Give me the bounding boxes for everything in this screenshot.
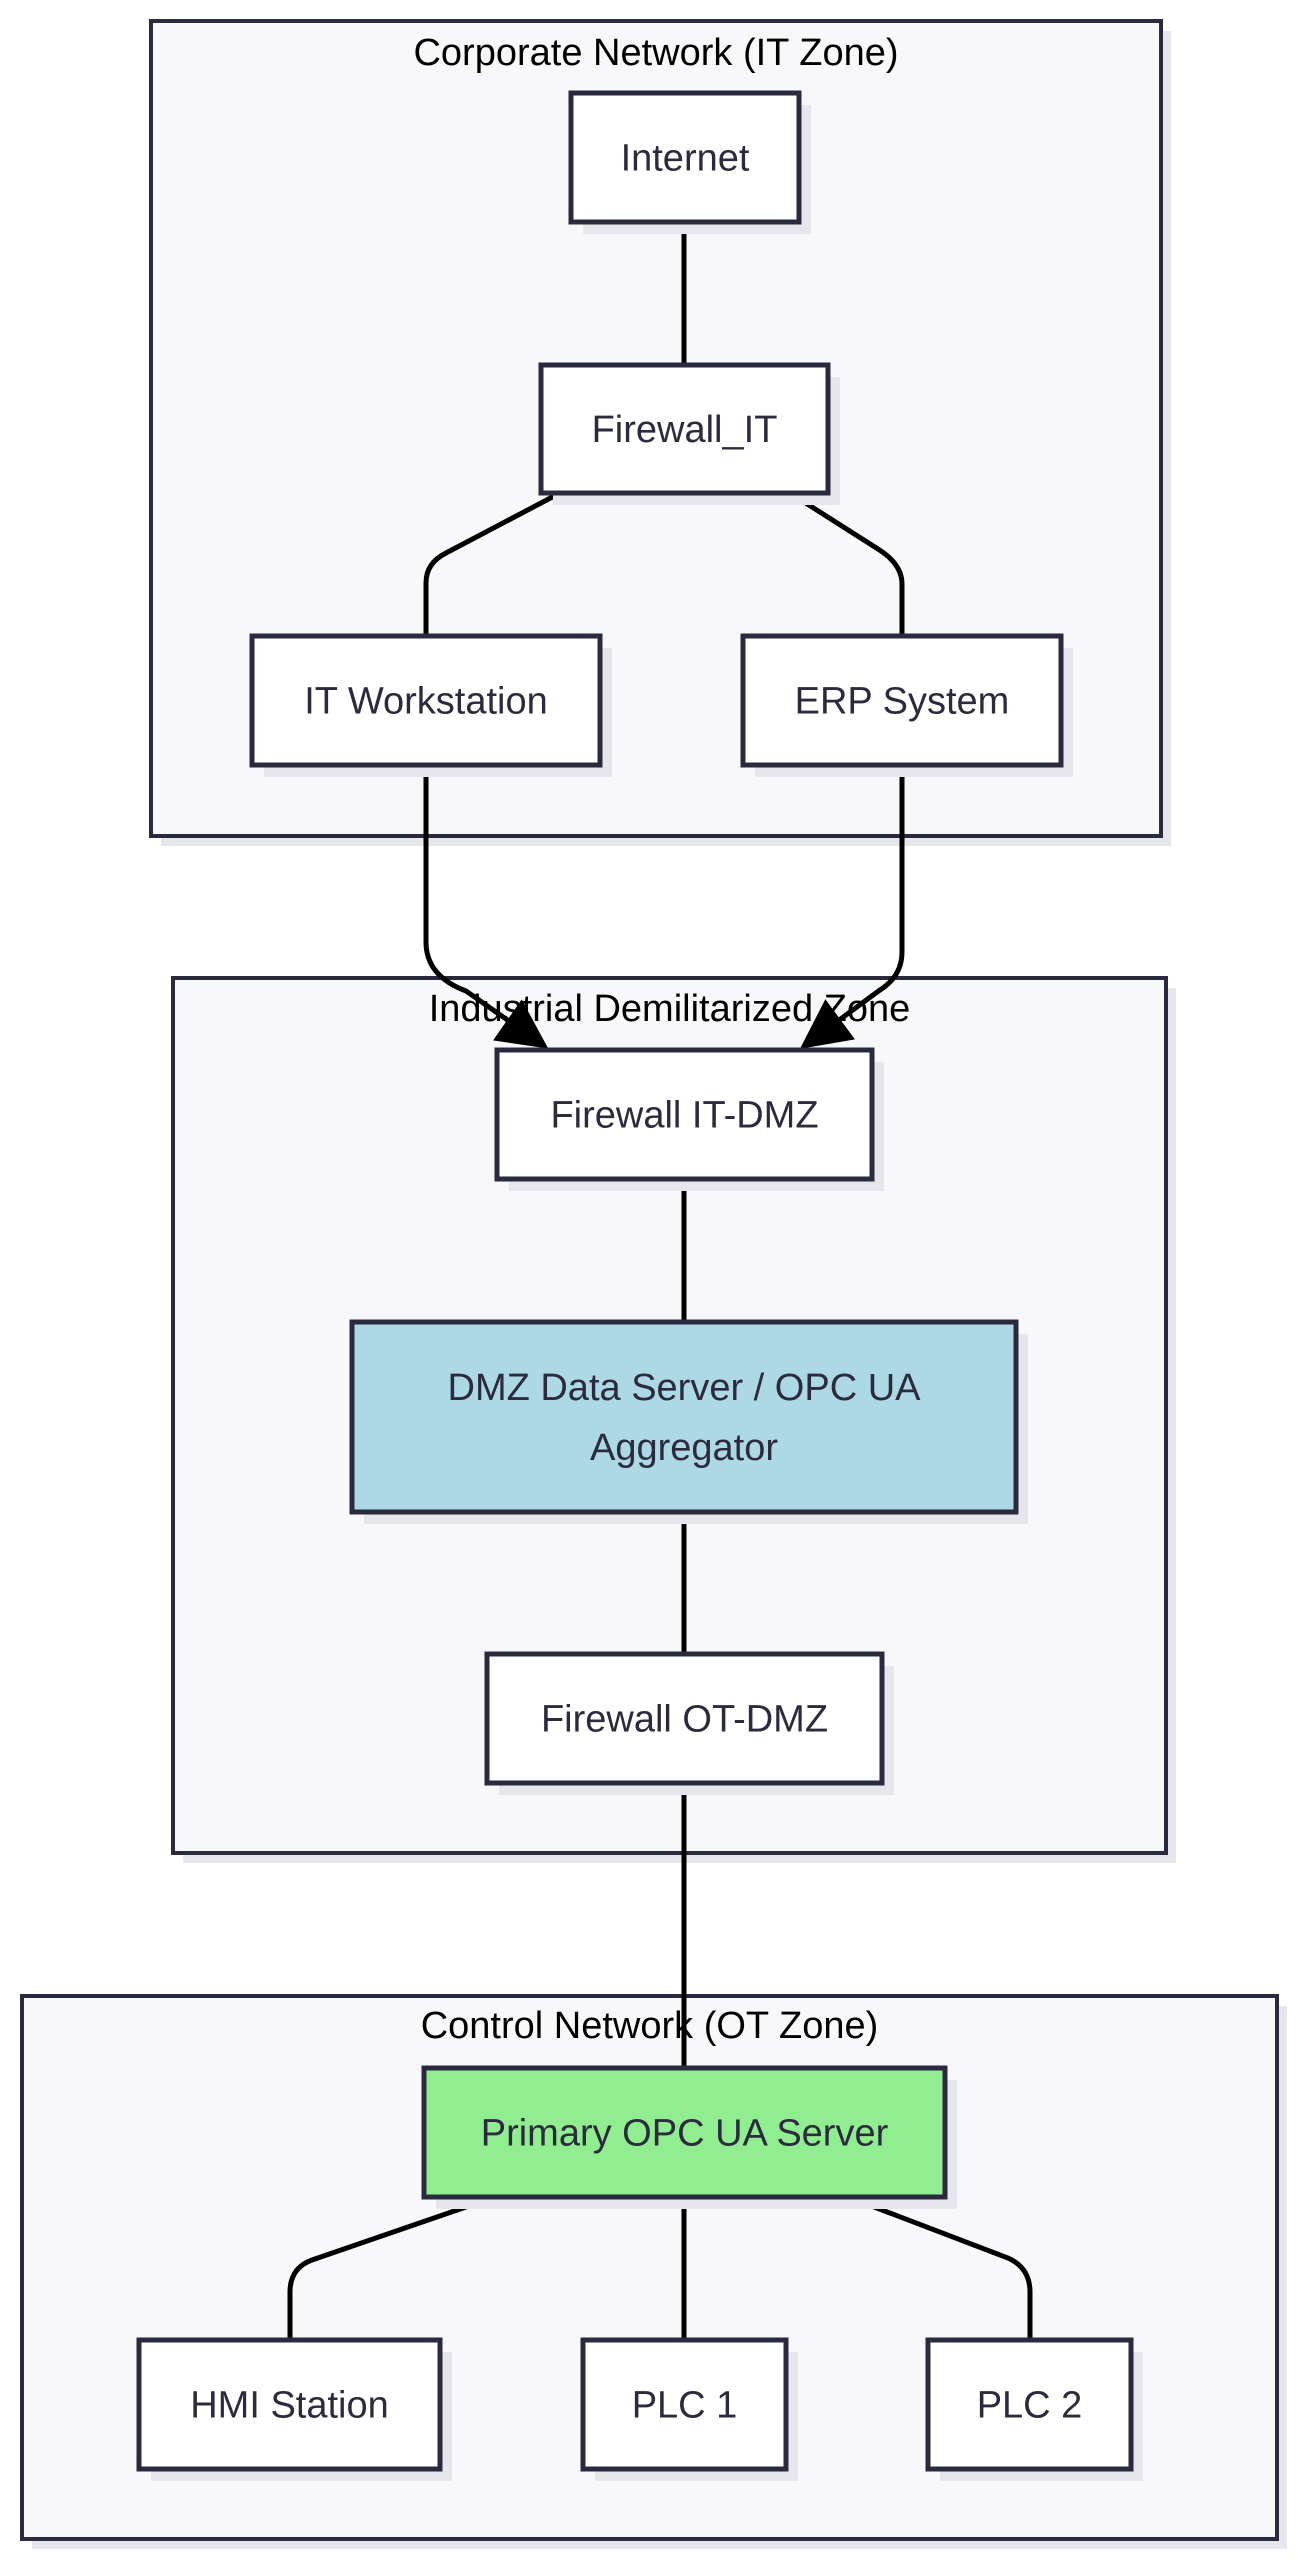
node-internet[interactable]: Internet — [568, 90, 811, 234]
node-label: HMI Station — [190, 2385, 389, 2427]
node-box — [484, 1651, 885, 1786]
zone-title-dmz: Industrial Demilitarized Zone — [429, 988, 911, 1030]
edge-primary-opc-ua-server-to-hmi-station — [287, 2194, 496, 2340]
node-primary-opc-ua-server[interactable]: Primary OPC UA Server — [421, 2065, 957, 2209]
node-erp-system[interactable]: ERP System — [740, 633, 1073, 777]
node-box — [568, 90, 802, 225]
edge-firewall-it-to-erp-system — [788, 490, 905, 636]
node-box — [925, 2337, 1134, 2472]
node-box — [421, 2065, 948, 2200]
edge-firewall-it-to-it-workstation — [423, 490, 562, 636]
edge-primary-opc-ua-server-to-plc-2 — [847, 2194, 1033, 2340]
node-dmz-data-server[interactable]: DMZ Data Server / OPC UA Aggregator — [349, 1319, 1028, 1524]
node-box — [249, 633, 603, 768]
node-firewall-it[interactable]: Firewall_IT — [538, 362, 840, 505]
node-label: ERP System — [795, 681, 1010, 723]
node-label: DMZ Data Server / OPC UA — [448, 1367, 922, 1409]
zone-title-ot: Control Network (OT Zone) — [421, 2005, 879, 2047]
node-box — [538, 362, 831, 496]
zone-title-it: Corporate Network (IT Zone) — [413, 32, 898, 74]
node-label: PLC 2 — [977, 2385, 1083, 2427]
node-it-workstation[interactable]: IT Workstation — [249, 633, 612, 777]
node-label: Firewall_IT — [592, 409, 778, 451]
node-box — [580, 2337, 789, 2472]
node-firewall-ot-dmz[interactable]: Firewall OT-DMZ — [484, 1651, 894, 1795]
node-hmi-station[interactable]: HMI Station — [136, 2337, 452, 2481]
node-label: PLC 1 — [632, 2385, 738, 2427]
node-label: IT Workstation — [304, 681, 548, 723]
node-box — [740, 633, 1064, 768]
node-box — [494, 1047, 875, 1182]
node-plc-1[interactable]: PLC 1 — [580, 2337, 798, 2481]
node-label: Firewall OT-DMZ — [541, 1699, 828, 1741]
edge-it-workstation-to-firewall-it-dmz — [423, 765, 549, 1049]
node-plc-2[interactable]: PLC 2 — [925, 2337, 1143, 2481]
node-firewall-it-dmz[interactable]: Firewall IT-DMZ — [494, 1047, 884, 1191]
node-label: Primary OPC UA Server — [481, 2113, 889, 2155]
node-box — [349, 1319, 1019, 1515]
node-label: Internet — [621, 138, 750, 180]
edge-erp-system-to-firewall-it-dmz — [799, 765, 905, 1049]
node-box — [136, 2337, 443, 2472]
node-label: Aggregator — [590, 1427, 778, 1469]
node-label: Firewall IT-DMZ — [550, 1095, 818, 1137]
